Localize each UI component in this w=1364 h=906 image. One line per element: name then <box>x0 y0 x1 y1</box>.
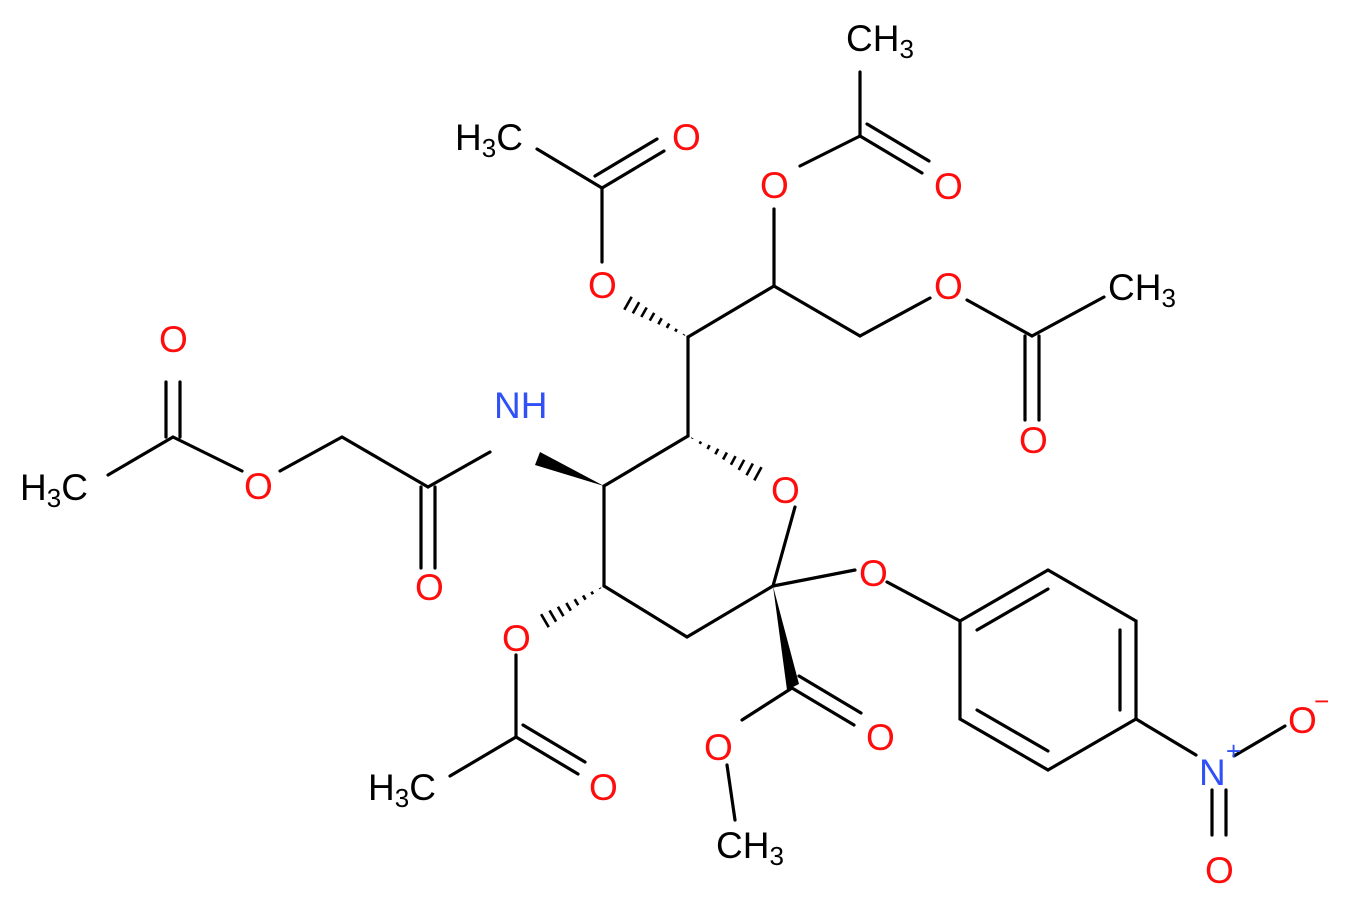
bond-glyc-acyl-ch3 <box>106 435 175 477</box>
hash-c7-o <box>623 296 686 336</box>
hash-line <box>745 462 754 476</box>
bond-c4acyl-carbonyl-b <box>521 723 587 764</box>
atom-nitro-o-double: O <box>1205 850 1234 891</box>
atom-c9-acetyl-carbonyl-o: O <box>1019 420 1048 461</box>
atom-nh: NH <box>494 385 547 426</box>
ch3-c9-acetyl: CH3 <box>1108 267 1176 313</box>
hash-line <box>598 587 602 590</box>
atom-glycolyl-carbonyl-o: O <box>415 567 444 608</box>
bond-c4acyl-ch3 <box>448 735 518 778</box>
hash-line <box>556 606 565 617</box>
bond-ph-2-3 <box>1046 568 1138 623</box>
atom-ester-carbonyl-o: O <box>866 717 895 758</box>
hash-c4-o <box>540 587 602 628</box>
bond-ch2-o <box>278 435 344 473</box>
bond-ring-c2-c3 <box>685 584 775 639</box>
stereo-bonds <box>535 296 799 690</box>
atom-c7-acetoxy-o: O <box>588 265 617 306</box>
hash-line <box>706 444 711 450</box>
bond-ph-4-5 <box>1046 717 1138 772</box>
ch3-glycolyl-acetyl: H3C <box>20 467 88 513</box>
hash-line <box>698 440 703 445</box>
atom-glycolyl-acetyl-carbonyl-o: O <box>159 319 188 360</box>
bond-o-c8-acyl <box>798 134 862 168</box>
hash-line <box>623 296 633 311</box>
atom-c8-acetyl-carbonyl-o: O <box>934 166 963 207</box>
bond-ester-c-carbonyl-a <box>790 686 856 727</box>
atom-c8-acetoxy-o: O <box>760 165 789 206</box>
bond-amide-ch2 <box>340 435 430 489</box>
bond-c9acyl-ch3 <box>1030 295 1106 338</box>
atom-c4-acetyl-carbonyl-o: O <box>589 767 618 808</box>
bond-n-o-minus <box>1232 724 1287 758</box>
hash-line <box>657 317 663 325</box>
hash-line <box>648 312 656 322</box>
hash-line <box>540 613 550 628</box>
bond-o-aryl-phenyl <box>885 580 962 623</box>
bond-ph-5-6 <box>958 717 1050 772</box>
bond-nh-c-amide <box>426 450 492 489</box>
hash-line <box>665 322 671 329</box>
hash-line <box>581 594 587 601</box>
hash-line <box>753 466 763 482</box>
bond-c2-o-aryl <box>771 568 857 588</box>
bond-o-glyc-acyl <box>171 435 244 473</box>
bond-c8acyl-carbonyl-b <box>865 122 931 163</box>
atom-c7-acetyl-carbonyl-o: O <box>672 117 701 158</box>
atom-glycolyl-ether-o: O <box>244 466 273 507</box>
atom-nitro-o-minus: O <box>1288 700 1317 741</box>
bond-c8acyl-carbonyl-a <box>858 134 924 175</box>
hash-line <box>640 306 648 318</box>
bond-ring-o-c2 <box>771 505 797 588</box>
bond-c7acyl-carbonyl-a <box>600 149 666 190</box>
wedge-c5-nh <box>535 452 604 486</box>
bond-o-c9-acyl <box>965 298 1034 338</box>
nitro-n-charge: + <box>1226 736 1241 766</box>
wedge-c2-ester <box>773 586 799 690</box>
bond-ph-1-2-inner <box>975 587 1050 632</box>
bonds <box>106 70 1287 837</box>
atom-ester-methoxy-o: O <box>704 727 733 768</box>
bond-c7acyl-carbonyl-b <box>593 137 659 178</box>
bond-ph-1-2 <box>958 568 1050 623</box>
atom-labels: O O O O O O NH O O O O O O O O O N + O −… <box>20 18 1329 891</box>
bond-ome-ch3 <box>725 763 737 822</box>
hash-c6-ring-o <box>690 437 763 482</box>
hash-line <box>674 328 678 333</box>
ch3-c8-acetyl: CH3 <box>846 18 914 64</box>
bond-ester-c-ome <box>740 686 794 722</box>
bond-c7-c8 <box>686 284 776 339</box>
atom-nitro-n: N <box>1199 752 1226 793</box>
hash-line <box>548 609 558 623</box>
hash-line <box>721 451 729 461</box>
bond-ester-c-carbonyl-b <box>797 674 863 715</box>
hash-line <box>590 590 595 595</box>
ch3-c4-acetyl: H3C <box>368 767 436 813</box>
hash-line <box>565 602 572 612</box>
hash-line <box>573 598 580 606</box>
hash-line <box>737 459 746 471</box>
ch3-c7-acetyl: H3C <box>455 117 523 163</box>
atom-c4-acetoxy-o: O <box>502 618 531 659</box>
bond-c9-o <box>858 296 932 338</box>
bond-c8-c9 <box>772 284 862 338</box>
bond-c4acyl-carbonyl-a <box>514 735 580 776</box>
atom-ring-o: O <box>771 470 800 511</box>
bond-ring-c3-c4 <box>602 584 689 639</box>
bond-ph-5-6-inner <box>975 708 1050 753</box>
bond-ph-n <box>1134 717 1198 757</box>
bond-c7acyl-ch3 <box>535 147 604 190</box>
ch3-methoxy: CH3 <box>716 825 784 871</box>
atom-c9-acetoxy-o: O <box>934 266 963 307</box>
nitro-o-charge: − <box>1314 686 1329 716</box>
hash-line <box>729 455 737 466</box>
hash-line <box>714 448 720 455</box>
hash-line <box>631 301 641 315</box>
bond-ring-c5-c6 <box>602 434 690 488</box>
atom-aryloxy-o: O <box>859 553 888 594</box>
